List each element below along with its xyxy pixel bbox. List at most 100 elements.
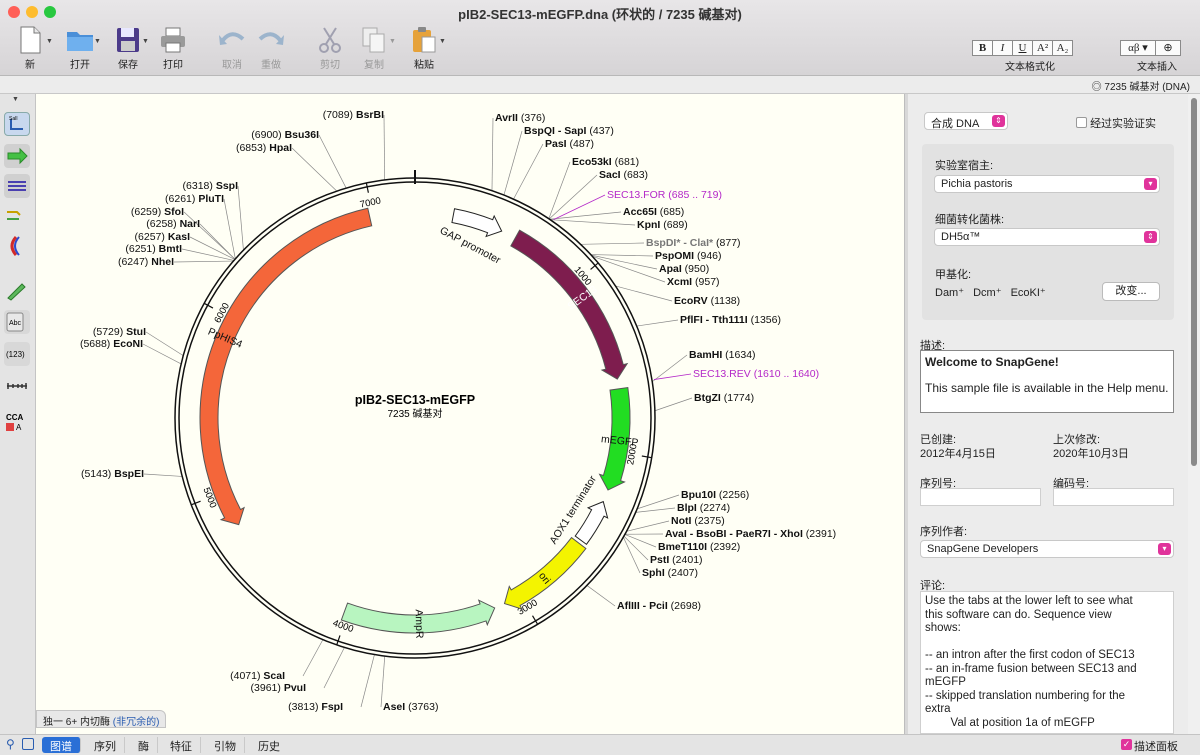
site-sphi[interactable]: SphI (2407) <box>642 567 698 579</box>
minimize-window-button[interactable] <box>26 6 38 18</box>
undo-button[interactable]: 取消 <box>208 26 256 72</box>
cut-button[interactable]: 剪切 <box>306 26 354 72</box>
strain-select[interactable]: DH5α™⇕ <box>934 228 1160 246</box>
checkbox-box[interactable] <box>1076 117 1087 128</box>
print-button[interactable]: 打印 <box>149 26 197 72</box>
site-ecorv[interactable]: EcoRV (1138) <box>674 295 740 307</box>
new-button[interactable]: 新 <box>6 26 54 72</box>
zoom-window-button[interactable] <box>44 6 56 18</box>
site-kpni[interactable]: KpnI (689) <box>637 219 688 231</box>
symbol-insert-button[interactable]: ⊕ <box>1155 40 1181 56</box>
site-bspqi-sapi[interactable]: BspQI - SapI (437) <box>524 125 614 137</box>
feature-tool[interactable] <box>4 144 30 168</box>
site-acc65i[interactable]: Acc65I (685) <box>623 206 684 218</box>
change-methylation-button[interactable]: 改变... <box>1102 282 1160 301</box>
panel-scrollbar[interactable] <box>1188 94 1200 734</box>
checkbox-checked-icon[interactable]: ✓ <box>1121 739 1132 750</box>
feature-ori[interactable] <box>503 536 587 610</box>
italic-button[interactable]: I <box>992 40 1013 56</box>
site-eco53ki[interactable]: Eco53kI (681) <box>572 156 639 168</box>
site-pspomi[interactable]: PspOMI (946) <box>655 250 722 262</box>
panel-splitter[interactable] <box>904 94 908 734</box>
site-btgzi[interactable]: BtgZI (1774) <box>694 392 754 404</box>
underline-button[interactable]: U <box>1012 40 1033 56</box>
site-stui[interactable]: (5729) StuI <box>93 326 146 338</box>
open-button[interactable]: 打开 <box>56 26 104 72</box>
primer-tool[interactable] <box>4 234 30 258</box>
site-scai[interactable]: (4071) ScaI <box>230 670 285 682</box>
site-bsu36i[interactable]: (6900) Bsu36I <box>251 129 319 141</box>
feature-ampr[interactable] <box>340 599 496 634</box>
site-bpu10i[interactable]: Bpu10I (2256) <box>681 489 749 501</box>
subscript-button[interactable]: A₂ <box>1052 40 1073 56</box>
align-tool[interactable] <box>4 174 30 198</box>
paste-dropdown-icon[interactable]: ▼ <box>439 38 446 45</box>
site-nari[interactable]: (6258) NarI <box>146 218 200 230</box>
site-bmet110i[interactable]: BmeT110I (2392) <box>658 541 740 553</box>
enzyme-set-selector[interactable]: 独一 6+ 内切酶 (非冗余的) <box>36 710 167 728</box>
code-input[interactable] <box>1053 488 1174 506</box>
description-panel-toggle[interactable]: 描述面板 <box>1134 741 1178 753</box>
dna-type-select[interactable]: 合成 DNA⇕ <box>924 112 1008 130</box>
layout-icon[interactable] <box>22 738 34 750</box>
site-bamhi[interactable]: BamHI (1634) <box>689 349 756 361</box>
site-xcmi[interactable]: XcmI (957) <box>667 276 720 288</box>
tab-sequence[interactable]: 序列 <box>86 737 125 753</box>
primer-sec13-rev[interactable]: SEC13.REV (1610 .. 1640) <box>693 368 819 380</box>
ruler-tool[interactable] <box>4 374 30 398</box>
feature-megfp[interactable] <box>598 386 631 491</box>
bold-button[interactable]: B <box>972 40 993 56</box>
site-nhei[interactable]: (6247) NheI <box>118 256 174 268</box>
site-pasi[interactable]: PasI (487) <box>545 138 594 150</box>
site-bspei[interactable]: (5143) BspEI <box>81 468 144 480</box>
search-icon[interactable]: ⚲ <box>6 737 15 751</box>
site-psti[interactable]: PstI (2401) <box>650 554 703 566</box>
feature-gap-promoter[interactable] <box>451 208 503 238</box>
site-bmti[interactable]: (6251) BmtI <box>125 243 182 255</box>
restriction-site-tool[interactable]: SalI <box>4 112 30 136</box>
site-avrii[interactable]: AvrII (376) <box>495 112 545 124</box>
text-tool[interactable]: Abc <box>4 310 30 334</box>
pcr-tool[interactable] <box>4 278 30 302</box>
site-bspdi-clai[interactable]: BspDI* - ClaI* (877) <box>646 237 741 249</box>
site-kasi[interactable]: (6257) KasI <box>135 231 191 243</box>
site-sspi[interactable]: (6318) SspI <box>183 180 239 192</box>
serial-input[interactable] <box>920 488 1041 506</box>
tab-history[interactable]: 历史 <box>258 741 280 753</box>
tab-map[interactable]: 图谱 <box>42 737 81 753</box>
enzyme-set-link[interactable]: (非冗余的) <box>112 717 160 728</box>
feature-sec13[interactable] <box>510 229 629 380</box>
site-bsrbi[interactable]: (7089) BsrBI <box>323 109 384 121</box>
feature-pphis4[interactable] <box>199 207 373 526</box>
verified-checkbox[interactable]: 经过实验证实 <box>1076 115 1156 131</box>
primer-sec13-for[interactable]: SEC13.FOR (685 .. 719) <box>607 189 722 201</box>
comments-field[interactable]: Use the tabs at the lower left to see wh… <box>920 591 1174 734</box>
copy-dropdown-icon[interactable]: ▼ <box>389 38 396 45</box>
copy-button[interactable]: 复制 <box>350 26 398 72</box>
tab-primers[interactable]: 引物 <box>206 737 245 753</box>
site-sfoi[interactable]: (6259) SfoI <box>131 206 184 218</box>
site-pflfi-tth111i[interactable]: PflFI - Tth111I (1356) <box>680 314 781 326</box>
orf-tool[interactable] <box>4 204 30 228</box>
save-button[interactable]: 保存 <box>104 26 152 72</box>
site-pvui[interactable]: (3961) PvuI <box>251 682 307 694</box>
site-apai[interactable]: ApaI (950) <box>659 263 709 275</box>
open-dropdown-icon[interactable]: ▼ <box>94 38 101 45</box>
site-asei[interactable]: AseI (3763) <box>383 701 438 713</box>
host-select[interactable]: Pichia pastoris▾ <box>934 175 1160 193</box>
site-econi[interactable]: (5688) EcoNI <box>80 338 143 350</box>
save-dropdown-icon[interactable]: ▼ <box>142 38 149 45</box>
site-noti[interactable]: NotI (2375) <box>671 515 725 527</box>
superscript-button[interactable]: A² <box>1032 40 1053 56</box>
site-afliii-pcii[interactable]: AflIII - PciI (2698) <box>617 600 701 612</box>
close-window-button[interactable] <box>8 6 20 18</box>
author-select[interactable]: SnapGene Developers▾ <box>920 540 1174 558</box>
site-hpai[interactable]: (6853) HpaI <box>236 142 292 154</box>
greek-insert-button[interactable]: αβ ▾ <box>1120 40 1156 56</box>
collapse-icon[interactable]: ▼ <box>12 96 19 103</box>
feature-aox1-terminator[interactable] <box>574 500 609 546</box>
site-avai-bsobi-paer7i-xhoi[interactable]: AvaI - BsoBI - PaeR7I - XhoI (2391) <box>665 528 836 540</box>
numbers-tool[interactable]: (123) <box>4 342 30 366</box>
